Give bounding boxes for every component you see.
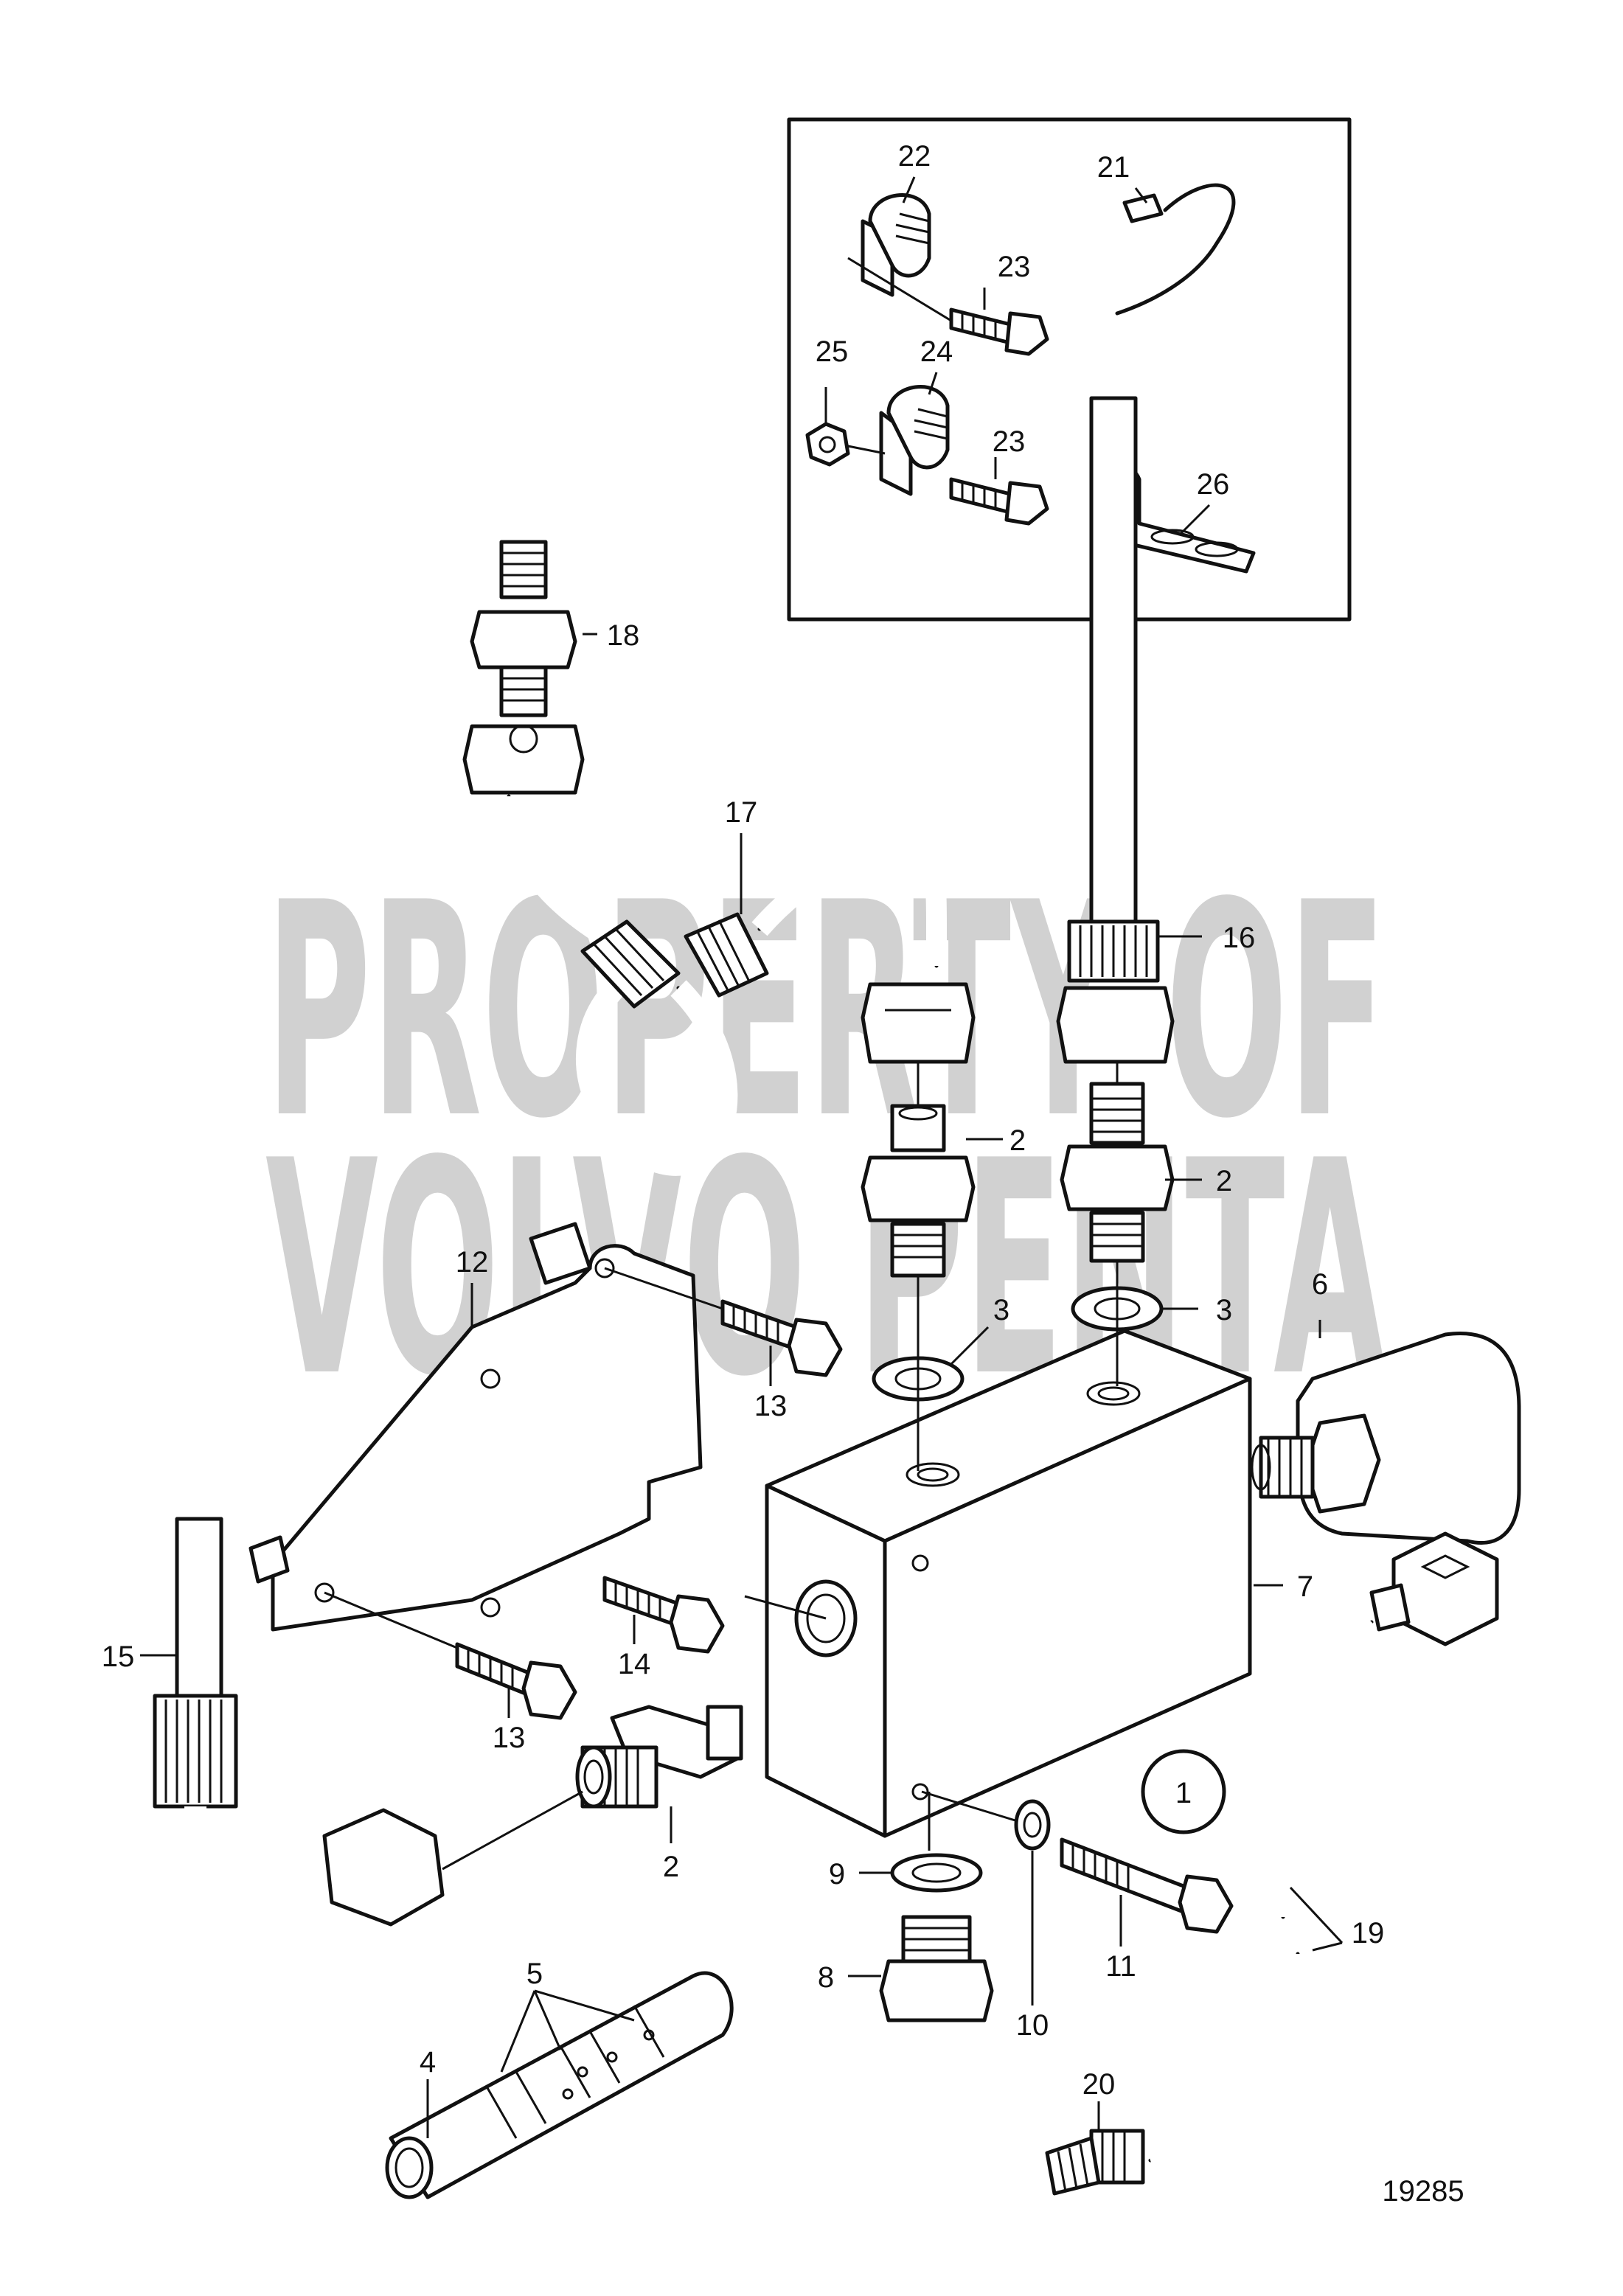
union-18 [462,540,597,795]
pipe-16 [1056,396,1202,1084]
callout-17: 17 [725,796,758,829]
bolt-13-upper [604,1267,843,1386]
callout-25: 25 [816,335,849,368]
callout-6: 6 [1312,1268,1328,1301]
bracket-12 [249,1222,703,1632]
callout-19: 19 [1352,1917,1385,1949]
solenoid-6 [1251,1320,1521,1545]
adapter-2-left-upper [861,1062,976,1278]
callout-21: 21 [1097,151,1130,184]
watermark: PROPERTY OF VOLVO PENTA [265,841,1387,1441]
callout-12: 12 [456,1246,489,1279]
callout-16: 16 [1223,922,1256,954]
cable-19 [1147,1531,1499,2168]
valve-block-7 [765,1261,1283,1838]
callout-9: 9 [829,1858,845,1890]
spool-4 [385,1971,734,2199]
watermark-line-1: PROPERTY OF [265,841,1386,1183]
callout-24: 24 [920,335,953,368]
bolt-23-lower [949,477,1049,526]
callout-23-lower: 23 [993,425,1026,458]
callout-14: 14 [618,1648,651,1680]
callout-2-lower: 2 [663,1851,679,1883]
adapter-2-right-upper [1060,1082,1175,1263]
callout-2-left: 2 [1009,1124,1026,1157]
callout-2-right: 2 [1216,1165,1232,1197]
group-marker-label: 1 [1175,1777,1192,1809]
leader-lines [824,176,1211,1181]
callout-20: 20 [1082,2068,1116,2101]
plug-8 [848,1915,994,2022]
washer-10 [921,1790,1051,2005]
callout-4: 4 [420,2046,436,2078]
bolt-23-upper [847,257,1049,356]
callout-labels: 22 21 23 24 25 23 26 18 17 16 2 2 3 3 6 … [102,140,1464,2208]
callout-7: 7 [1297,1570,1313,1603]
callout-18: 18 [607,619,640,652]
clamp-22 [861,193,931,297]
pipe-15 [140,1517,583,1931]
bolt-13-lower [324,1591,577,1720]
group-marker: 1 [1141,1749,1226,1834]
callout-3-left: 3 [993,1294,1009,1326]
adapter-2-lower [575,1595,827,1843]
sensor-20 [1045,2101,1145,2196]
callout-3-right: 3 [1216,1294,1232,1326]
bolt-14 [602,1576,725,1654]
callout-26: 26 [1197,468,1230,501]
washer-9 [859,1792,983,1893]
callout-8: 8 [818,1961,834,1994]
drawing-number: 19285 [1382,2175,1464,2208]
callout-10: 10 [1016,2009,1049,2042]
callout-5: 5 [526,1958,543,1990]
callout-11: 11 [1105,1950,1136,1983]
clamp-24 [879,385,950,496]
callout-13-upper: 13 [754,1390,788,1422]
callout-23-upper: 23 [998,251,1031,283]
bolt-11 [1060,1837,1234,1947]
pipe-17 [498,794,976,1176]
callout-22: 22 [898,140,931,173]
nut-25 [805,422,886,467]
callout-13-lower: 13 [493,1722,526,1754]
cable-tie-21 [1115,183,1236,316]
inset-box [787,117,1352,622]
callout-15: 15 [102,1641,135,1673]
